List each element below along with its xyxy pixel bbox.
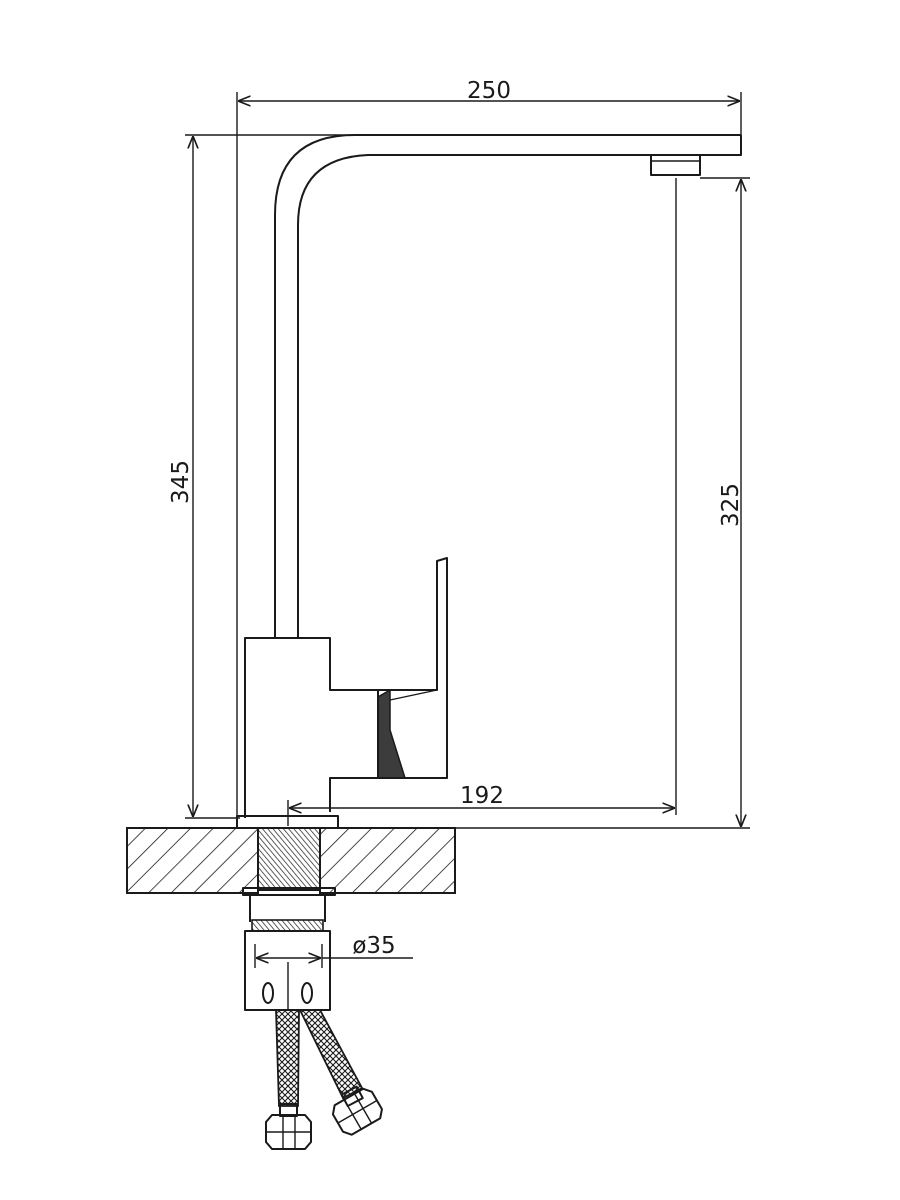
hex-nut-left-facets (266, 1115, 311, 1149)
flexible-hoses (265, 1009, 383, 1150)
spout-inner-edge (297, 154, 651, 638)
label-spout-height: 325 (718, 483, 744, 527)
hose-left (275, 1009, 300, 1107)
dimension-spout-reach: 192 (287, 178, 677, 826)
hex-nut-left (265, 1114, 312, 1150)
countertop-section (126, 827, 456, 894)
dimension-spout-height: 325 (455, 177, 750, 829)
dimension-overall-height: 345 (168, 134, 355, 819)
threaded-shank (257, 827, 321, 891)
countertop-right (319, 827, 456, 894)
handle-seam (389, 689, 438, 701)
faucet-spout (274, 134, 742, 638)
label-overall-height: 345 (168, 460, 194, 504)
mounting-assembly (242, 887, 336, 1011)
dimension-overall-length: 250 (236, 78, 742, 820)
hose-outlet-left (262, 982, 274, 1004)
hex-nut-right (331, 1087, 383, 1136)
cartridge-shadow (377, 688, 407, 779)
hex-nut-right-facets (337, 1093, 378, 1130)
aerator (650, 154, 701, 176)
dimension-shank-diameter: ø35 (254, 933, 413, 968)
label-shank-diameter: ø35 (352, 933, 395, 959)
hose-right (298, 1009, 364, 1100)
spout-outer-edge (274, 134, 741, 638)
label-spout-reach: 192 (460, 783, 504, 809)
label-overall-length: 250 (467, 78, 511, 104)
countertop-left (126, 827, 259, 894)
shank-lower (249, 895, 326, 922)
faucet-body (236, 557, 448, 829)
thread-band (251, 919, 324, 932)
fixing-nut (242, 887, 336, 896)
spout-tip (700, 135, 742, 156)
hose-outlet-right (301, 982, 313, 1004)
